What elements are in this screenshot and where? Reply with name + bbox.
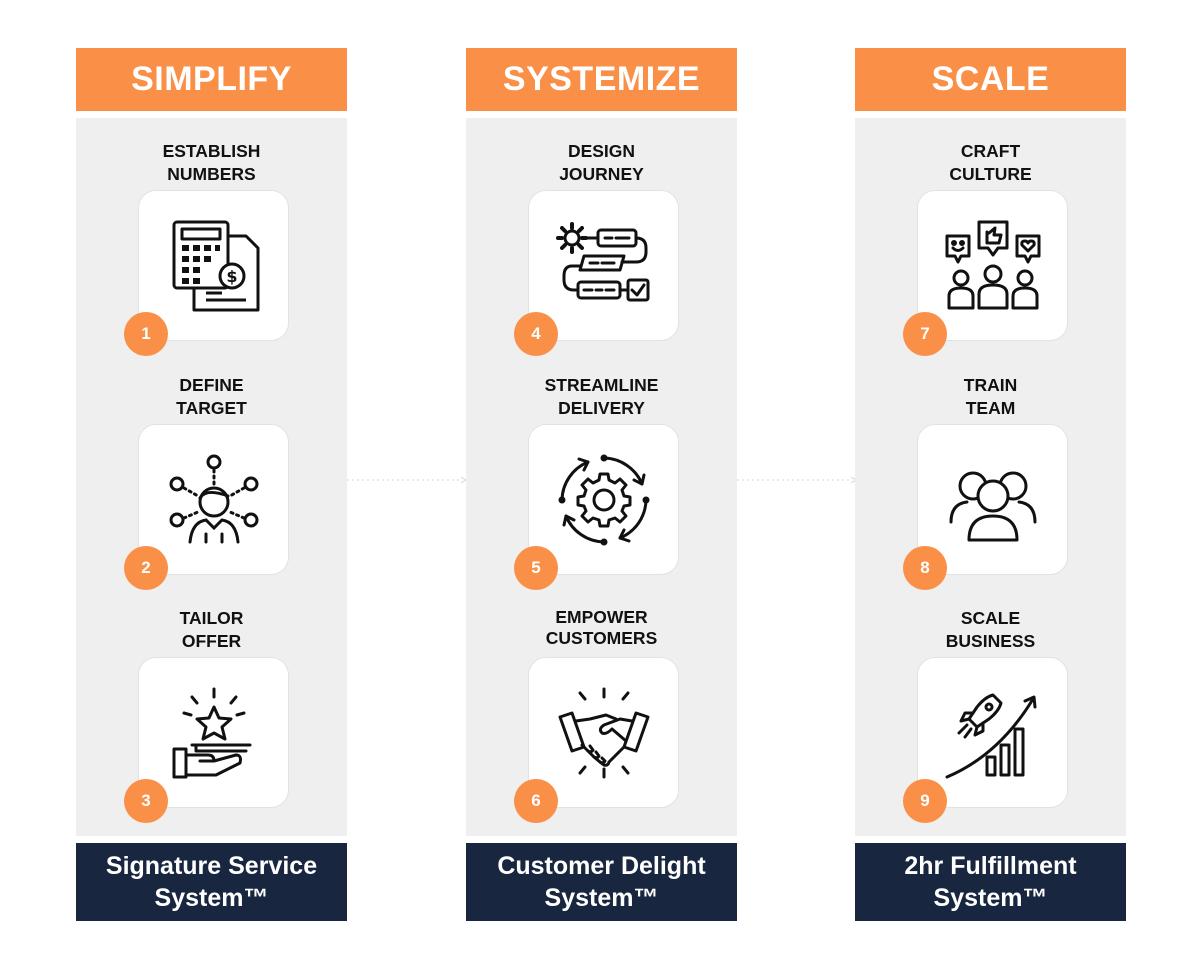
handshake-icon <box>558 687 649 778</box>
connector-arrow-2 <box>737 477 857 483</box>
star-offer-hand-icon <box>172 687 251 778</box>
icon-card <box>138 657 289 808</box>
step-number-badge: 2 <box>124 546 168 590</box>
step-number-badge: 6 <box>514 779 558 823</box>
step-number-badge: 3 <box>124 779 168 823</box>
icon-card <box>528 190 679 341</box>
icon-card <box>528 424 679 575</box>
step-number-badge: 8 <box>903 546 947 590</box>
icon-card <box>917 424 1068 575</box>
step-number-badge: 1 <box>124 312 168 356</box>
step-number-badge: 7 <box>903 312 947 356</box>
icon-card <box>138 424 289 575</box>
calculator-invoice-icon: $ <box>172 220 259 311</box>
gear-cycle-icon <box>558 454 649 545</box>
icon-card: $ <box>138 190 289 341</box>
column-header: SYSTEMIZE <box>466 48 737 111</box>
icon-card <box>917 657 1068 808</box>
team-feedback-icon <box>945 220 1040 309</box>
step-number-badge: 9 <box>903 779 947 823</box>
step-number-badge: 5 <box>514 546 558 590</box>
icon-card <box>528 657 679 808</box>
step-number-badge: 4 <box>514 312 558 356</box>
target-customer-icon <box>169 454 258 543</box>
connector-arrow-1 <box>347 477 467 483</box>
icon-card <box>917 190 1068 341</box>
team-group-icon <box>949 471 1036 541</box>
svg-text:$: $ <box>226 267 237 286</box>
process-flow-icon <box>555 221 649 301</box>
rocket-growth-icon <box>945 693 1036 778</box>
column-header: SIMPLIFY <box>76 48 347 111</box>
column-header: SCALE <box>855 48 1126 111</box>
